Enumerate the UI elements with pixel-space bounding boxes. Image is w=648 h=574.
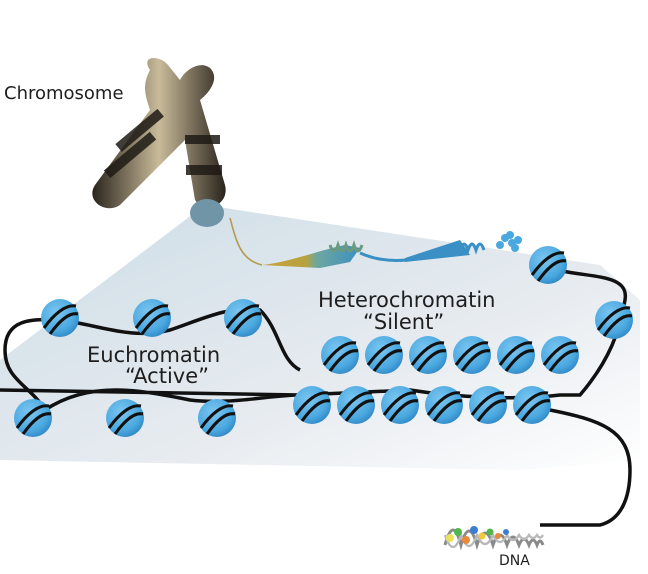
nucleosome: [104, 397, 146, 439]
nucleosome: [593, 299, 635, 341]
chromatin-thread: [229, 217, 263, 266]
nucleosome: [527, 244, 569, 286]
euchromatin-state-label: “Active”: [125, 364, 210, 388]
nucleosome: [495, 334, 537, 376]
chromosome-icon: [92, 58, 226, 227]
chromosome-label: Chromosome: [4, 83, 124, 104]
nucleosome: [131, 297, 173, 339]
nucleosome: [451, 334, 493, 376]
nucleosome: [319, 334, 361, 376]
solenoid-fiber: [262, 231, 522, 268]
dna-label: DNA: [499, 553, 530, 569]
heterochromatin-state-label: “Silent”: [363, 310, 445, 334]
nucleosome: [407, 334, 449, 376]
nucleosome: [291, 384, 333, 426]
nucleosome: [12, 397, 54, 439]
nucleosome: [379, 384, 421, 426]
dna-helix-icon: [443, 526, 545, 551]
nucleosome: [222, 297, 264, 339]
nucleosome: [511, 384, 553, 426]
linker-dna: [0, 263, 632, 527]
zoom-backdrop: [0, 205, 640, 470]
euchromatin-label: Euchromatin: [87, 343, 221, 367]
nucleosome: [39, 297, 81, 339]
nucleosome: [423, 384, 465, 426]
nucleosome: [335, 384, 377, 426]
heterochromatin-label: Heterochromatin: [318, 288, 496, 312]
nucleosome: [539, 334, 581, 376]
nucleosome: [363, 334, 405, 376]
nucleosome: [196, 397, 238, 439]
nucleosome: [467, 384, 509, 426]
